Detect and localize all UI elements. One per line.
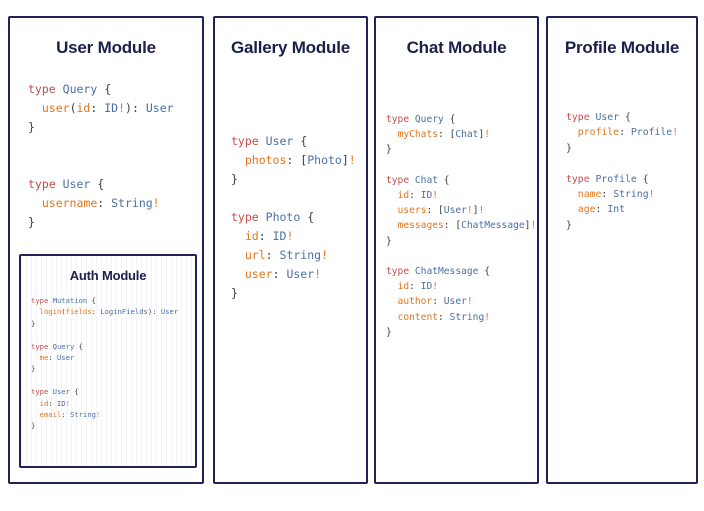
module-title-chat: Chat Module (406, 38, 507, 57)
module-card-gallery[interactable]: Gallery Module type User { photos: [Phot… (213, 16, 368, 484)
module-card-auth[interactable]: Auth Module type Mutation { login(fields… (19, 254, 197, 468)
module-card-profile[interactable]: Profile Module type User { profile: Prof… (546, 16, 698, 484)
module-title-auth: Auth Module (69, 268, 147, 283)
schema-code-chat: type Query { myChats: [Chat]! } type Cha… (386, 114, 537, 338)
schema-code-profile: type User { profile: Profile! } type Pro… (566, 112, 679, 231)
schema-code-user: type Query { user(id: ID!): User } type … (28, 82, 174, 229)
module-card-user[interactable]: User Module type Query { user(id: ID!): … (8, 16, 204, 484)
module-card-chat[interactable]: Chat Module type Query { myChats: [Chat]… (374, 16, 539, 484)
module-title-gallery: Gallery Module (230, 38, 351, 57)
schema-code-gallery: type User { photos: [Photo]! } type Phot… (231, 134, 356, 300)
module-title-user: User Module (56, 38, 156, 57)
schema-code-auth: type Mutation { login(fields: LoginField… (31, 296, 179, 431)
module-title-profile: Profile Module (564, 38, 680, 57)
